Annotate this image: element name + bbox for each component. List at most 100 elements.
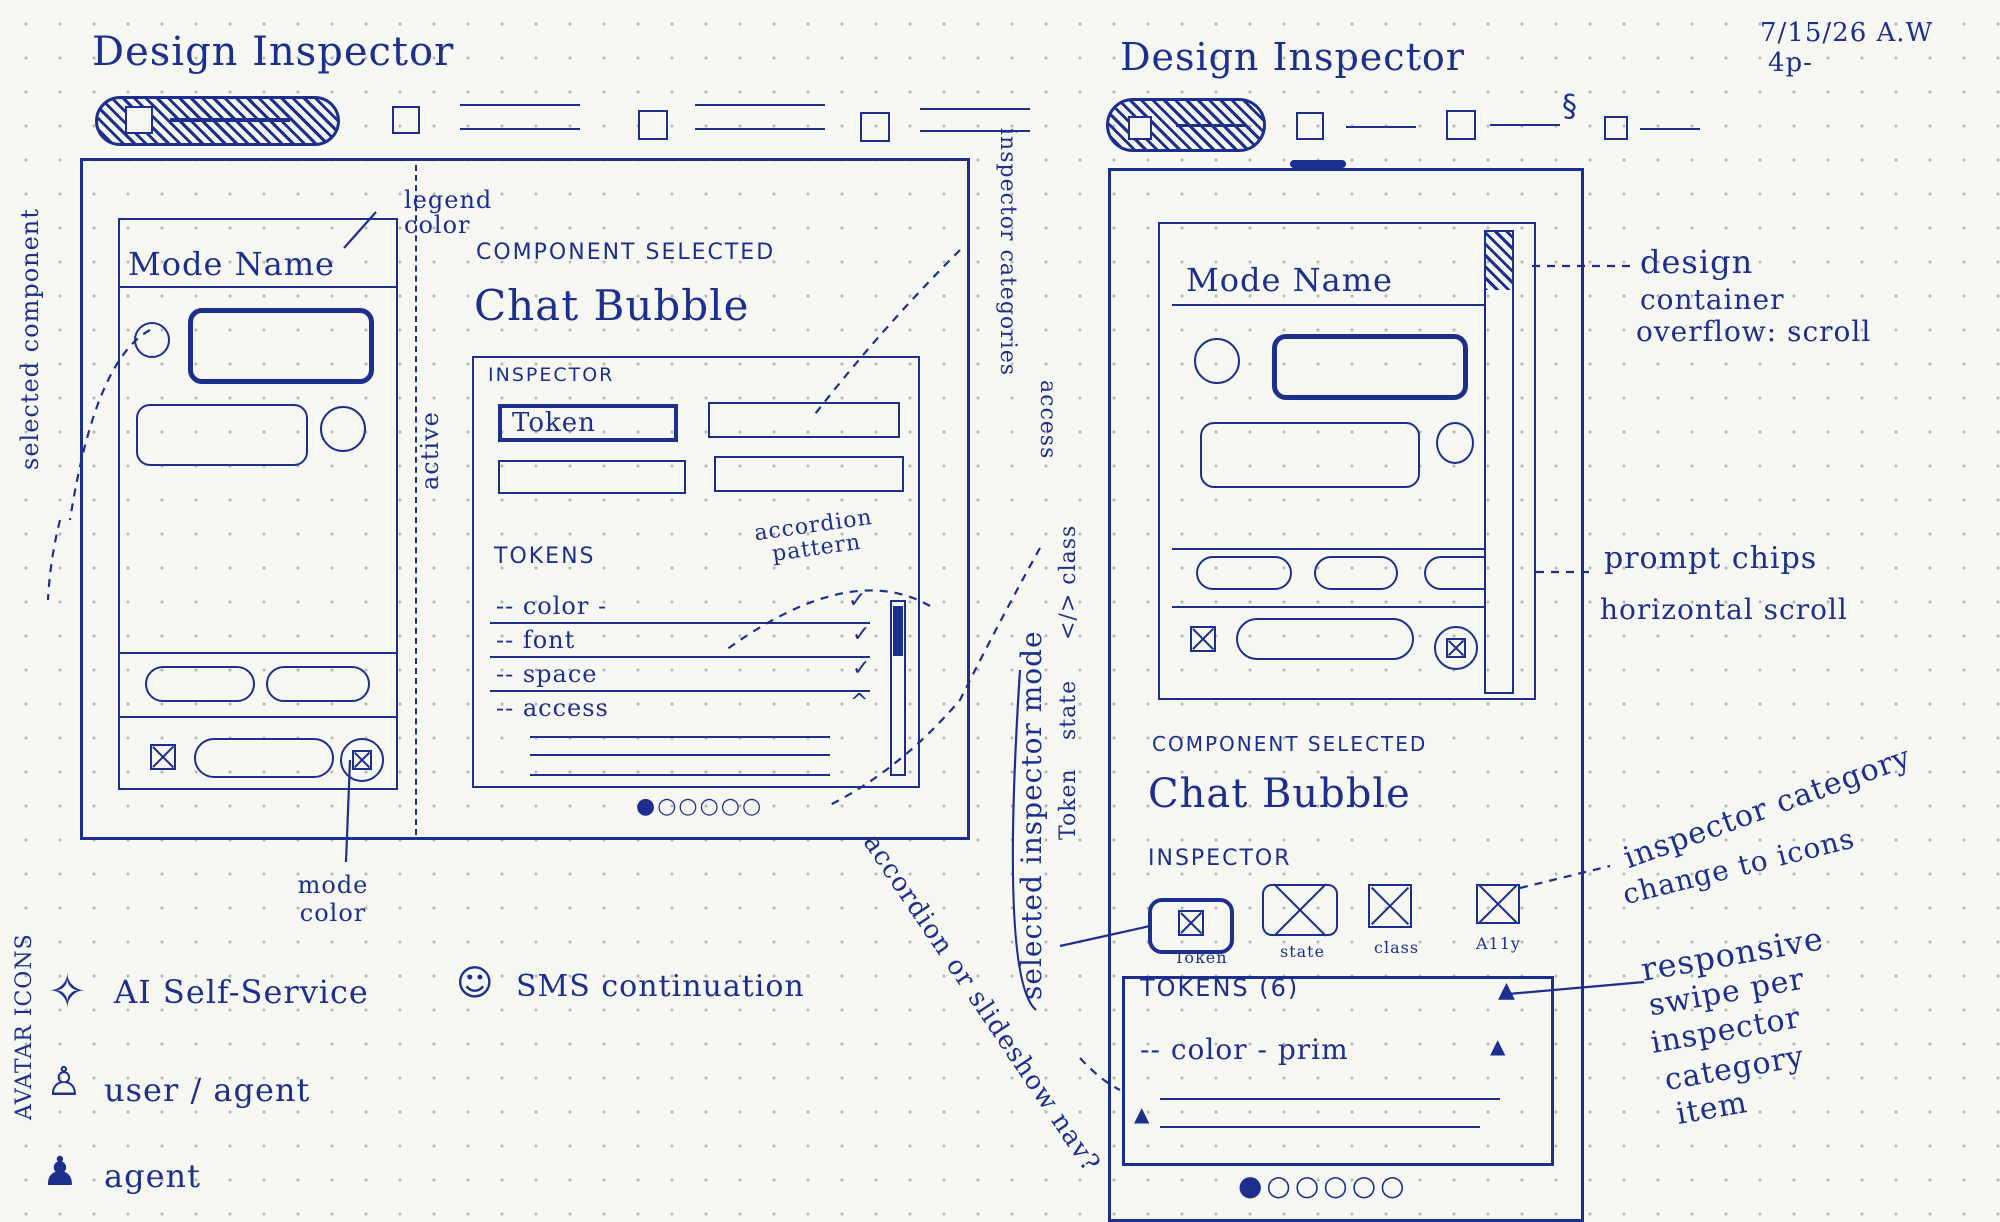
overflow-cut-mark: §	[1562, 89, 1577, 124]
design-container	[1158, 222, 1536, 700]
send-icon	[352, 750, 372, 770]
prompt-chip[interactable]	[1196, 556, 1292, 590]
tab-state[interactable]	[708, 402, 900, 438]
date-note: 7/15/26 A.W	[1760, 18, 1934, 48]
left-tokens-label: TOKENS	[494, 544, 596, 569]
prompt-chip[interactable]	[1314, 556, 1398, 590]
tab-token[interactable]	[498, 404, 678, 442]
active-tab-indicator	[1290, 160, 1346, 168]
prompt-chip[interactable]	[145, 666, 255, 702]
avatar-legend-sms: SMS continuation	[516, 969, 805, 1004]
inspector-icon-state-label: state	[1280, 942, 1326, 961]
design-container-scroll-thumb[interactable]	[1484, 232, 1514, 290]
inspector-icon-class[interactable]	[1368, 884, 1412, 928]
token-row-access[interactable]: -- access	[496, 694, 609, 722]
tab-class[interactable]	[498, 460, 686, 494]
left-chat-window	[118, 218, 398, 790]
mode-option-state: state	[1056, 679, 1081, 740]
chat-bubble-user	[136, 404, 308, 466]
token-row-font[interactable]: -- font	[496, 626, 576, 654]
right-frame	[1108, 168, 1584, 1222]
annotation-active: active	[416, 411, 444, 490]
right-nav-tab-icon-3[interactable]	[1446, 110, 1476, 140]
left-nav-tab-icon-2[interactable]	[392, 106, 420, 134]
token-row-space[interactable]: -- space	[496, 660, 598, 688]
avatar	[1436, 422, 1474, 464]
annotation-prompt-chips: horizontal scroll	[1600, 593, 1848, 626]
prompt-chip[interactable]	[1424, 556, 1484, 590]
chevron-up-icon[interactable]: ^	[850, 690, 869, 715]
annotation-design-container: container	[1640, 283, 1785, 316]
left-component-name: Chat Bubble	[474, 281, 750, 330]
tab-access[interactable]	[714, 456, 904, 492]
mode-option-access: access	[1035, 380, 1060, 460]
avatar	[1194, 338, 1240, 384]
annotation-selected-inspector-mode: selected inspector mode	[1015, 630, 1048, 1000]
mode-option-token: Token	[1056, 768, 1081, 840]
drop-icon[interactable]: ▲	[1498, 978, 1515, 1003]
right-nav-tab-icon-1[interactable]	[1128, 116, 1152, 140]
avatar-legend-ai: AI Self-Service	[114, 973, 369, 1011]
send-button[interactable]	[1434, 626, 1478, 670]
avatar	[134, 322, 170, 358]
annotation-selected-component: selected component	[16, 208, 44, 470]
annotation-prompt-chips: prompt chips	[1604, 541, 1818, 576]
prompt-chip[interactable]	[266, 666, 370, 702]
left-nav-tab-icon-3[interactable]	[638, 110, 668, 140]
left-pagination[interactable]: ●○○○○○	[636, 794, 764, 819]
right-component-selected-label: COMPONENT SELECTED	[1152, 732, 1428, 756]
annotation-legend-color: legend color	[404, 186, 493, 240]
attach-icon[interactable]	[150, 744, 176, 770]
annotation-inspector-categories: inspector categories	[995, 128, 1020, 377]
inspector-icon-token-label: Token	[1174, 948, 1228, 967]
inspector-icon-a11y[interactable]	[1476, 884, 1520, 924]
drop-icon[interactable]: ▲	[1490, 1034, 1506, 1058]
drop-icon[interactable]: ▲	[1134, 1102, 1150, 1126]
tab-token-label: Token	[512, 408, 596, 438]
chevron-down-icon[interactable]: ✓	[852, 622, 871, 647]
left-divider	[415, 165, 417, 835]
right-component-name: Chat Bubble	[1148, 771, 1411, 817]
token-row-color[interactable]: -- color -	[496, 592, 608, 620]
date-note-time: 4p-	[1768, 48, 1813, 78]
left-title: Design Inspector	[92, 29, 455, 75]
chevron-down-icon[interactable]: ✓	[848, 588, 867, 613]
right-tokens-panel	[1122, 976, 1554, 1166]
right-inspector-label: INSPECTOR	[1148, 846, 1292, 871]
right-token-row[interactable]: -- color - prim	[1140, 1033, 1349, 1066]
user-icon: ♙	[46, 1059, 82, 1105]
chat-bubble-selected[interactable]	[188, 308, 374, 384]
attach-icon[interactable]	[1190, 626, 1216, 652]
scrollbar-thumb[interactable]	[893, 606, 903, 656]
send-icon	[1446, 638, 1466, 658]
chat-bubble-user	[1200, 422, 1420, 488]
annotation-mode-color: mode color	[297, 871, 369, 927]
left-component-selected-label: COMPONENT SELECTED	[476, 240, 776, 265]
message-input[interactable]	[194, 738, 334, 778]
avatar-legend-agent: agent	[104, 1157, 201, 1195]
avatar-legend-heading: AVATAR ICONS	[12, 933, 37, 1120]
chat-bubble-selected[interactable]	[1272, 334, 1468, 400]
annotation-responsive: item	[1673, 1085, 1751, 1132]
token-icon	[1178, 910, 1204, 936]
right-nav-tab-icon-2[interactable]	[1296, 112, 1324, 140]
design-container-scrollbar[interactable]	[1484, 230, 1514, 694]
right-tokens-header: TOKENS (6)	[1140, 974, 1300, 1002]
left-inspector-label: INSPECTOR	[488, 364, 615, 386]
right-pagination[interactable]: ●○○○○○	[1238, 1169, 1409, 1202]
state-icon	[1272, 888, 1328, 932]
right-nav-tab-icon-4[interactable]	[1604, 116, 1628, 140]
annotation-design-container: design	[1640, 243, 1754, 281]
send-button[interactable]	[340, 738, 384, 782]
mode-option-class: </> class	[1056, 524, 1081, 640]
inspector-icon-state[interactable]	[1262, 884, 1338, 936]
message-input[interactable]	[1236, 618, 1414, 660]
left-nav-tab-icon-1[interactable]	[125, 106, 153, 134]
agent-icon: ♟	[42, 1149, 78, 1195]
annotation-design-container: overflow: scroll	[1636, 315, 1872, 348]
annotation-accordion-slideshow: accordion or slideshow nav?	[856, 828, 1106, 1178]
chevron-down-icon[interactable]: ✓	[852, 656, 871, 681]
sparkle-icon: ✧	[48, 964, 87, 1018]
left-nav-tab-icon-4[interactable]	[860, 112, 890, 142]
inspector-icon-a11y-label: A11y	[1476, 934, 1521, 953]
